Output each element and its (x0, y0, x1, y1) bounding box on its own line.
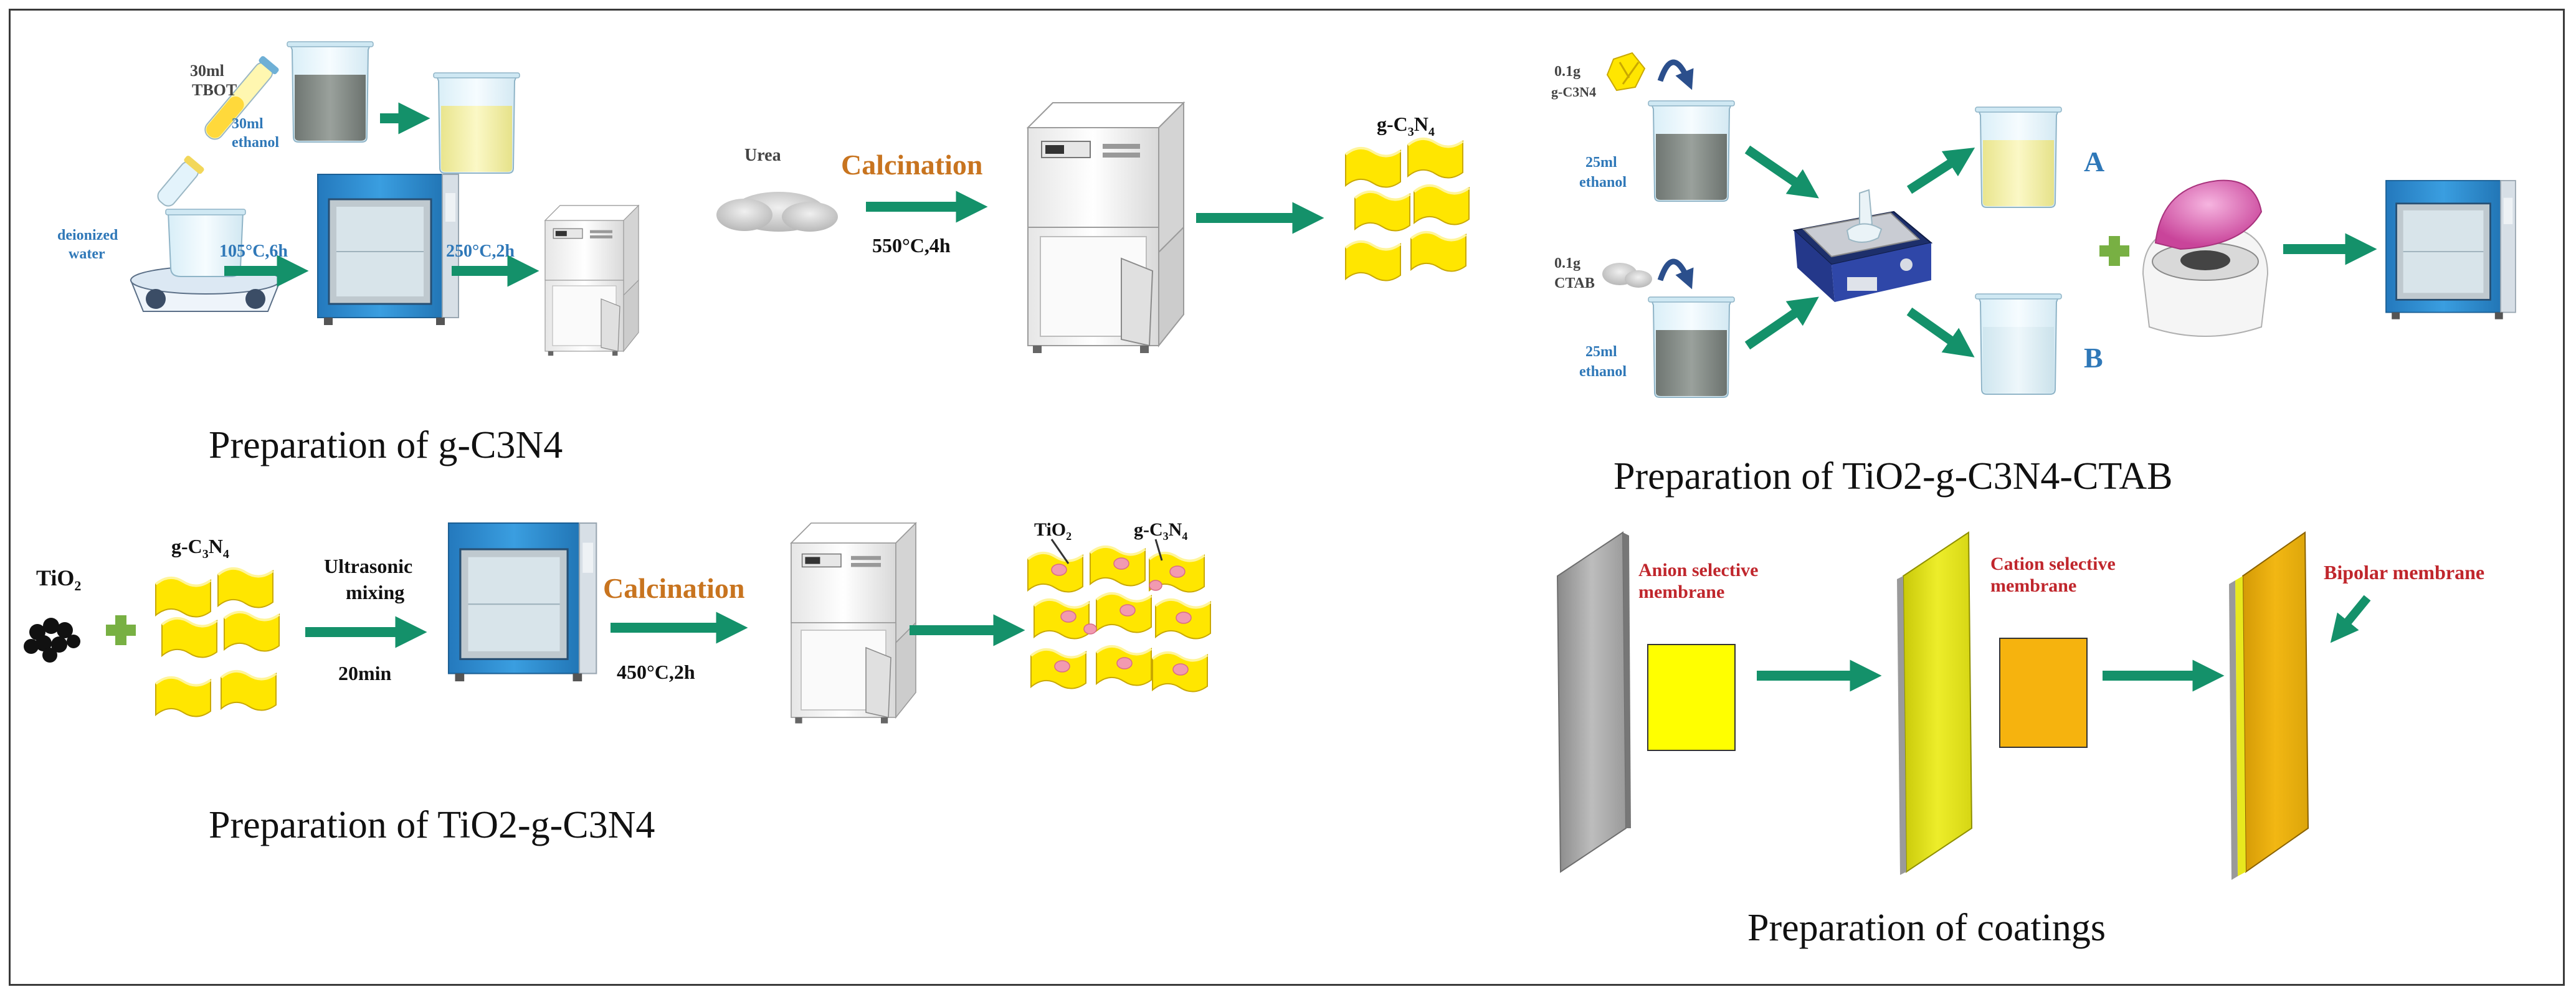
curved-arrow-icon (1657, 59, 1694, 90)
caption-tio2-g-c3n4: Preparation of TiO2-g-C3N4 (209, 804, 655, 846)
g-c3n4-label: g-C3N4 (171, 535, 229, 561)
magnetic-stirrer-icon (1792, 189, 1933, 302)
test-tube-icon (157, 156, 204, 207)
drying-oven-icon (2385, 179, 2517, 321)
muffle-furnace-icon (791, 522, 916, 724)
calcination-label: Calcination (603, 572, 744, 604)
calcination-condition: 450°C,2h (617, 661, 695, 683)
pointer-line (1154, 539, 1163, 561)
ethanol-a-volume: 25ml (1585, 154, 1617, 171)
g-c3n4-sheets (154, 567, 280, 718)
plus-icon (106, 615, 136, 645)
test-tube-icon (204, 56, 279, 140)
caption-g-c3n4: Preparation of g-C3N4 (209, 424, 563, 466)
tbot-label: TBOT (192, 81, 237, 99)
beaker-icon (1648, 296, 1735, 398)
cation-label-2: membrane (1990, 575, 2076, 596)
beaker-icon (1975, 293, 2062, 395)
membrane-plate-icon (2229, 531, 2309, 880)
ethanol-volume: 30ml (232, 116, 264, 132)
arrow-icon (1744, 145, 1819, 199)
curved-arrow-icon (1657, 258, 1694, 290)
arrow-icon (1906, 307, 1975, 357)
tio2-g-c3n4-composite (1027, 545, 1212, 693)
water-label-2: water (69, 246, 105, 262)
beaker-icon (1648, 100, 1735, 202)
drying-oven-icon (316, 173, 460, 326)
g-c3n4-sample-icon (1606, 52, 1646, 92)
urea-powder-icon (716, 192, 838, 232)
pointer-line (1050, 539, 1070, 564)
ultrasonic-label-1: Ultrasonic (324, 555, 412, 577)
ethanol-label: ethanol (232, 135, 279, 151)
centrifuge-icon (2142, 179, 2269, 337)
cation-label-1: Cation selective (1990, 554, 2116, 574)
anion-membrane-sheet (1647, 644, 1736, 751)
tio2-label: TiO2 (36, 565, 81, 593)
arrow-icon (1906, 147, 1975, 194)
beaker-icon (433, 72, 520, 174)
step1-condition: 105°C,6h (219, 242, 288, 261)
caption-coatings: Preparation of coatings (1747, 907, 2106, 949)
caption-tio2-g-c3n4-ctab: Preparation of TiO2-g-C3N4-CTAB (1614, 455, 2172, 498)
beaker-icon (287, 41, 374, 143)
panel-g-c3n4: 30ml TBOT 30ml ethanol deionized water 1… (57, 41, 1470, 466)
calcination-condition: 550°C,4h (872, 234, 951, 257)
arrow-icon (1744, 296, 1819, 350)
mixing-time: 20min (338, 662, 392, 684)
muffle-furnace-icon (544, 205, 639, 356)
panel-tio2-g-c3n4: TiO2 g-C3N4 Ultrasonic mixing 20min Calc… (24, 519, 1212, 846)
beaker-a-label: A (2084, 146, 2104, 177)
composite-tio2-label: TiO2 (1034, 519, 1072, 542)
anion-label-1: Anion selective (1638, 560, 1758, 580)
anion-label-2: membrane (1638, 582, 1724, 602)
tio2-particles (24, 618, 80, 663)
tbot-volume: 30ml (190, 62, 224, 80)
arrow-icon (2330, 595, 2371, 643)
ultrasonic-label-2: mixing (346, 581, 404, 603)
ethanol-b-label: ethanol (1579, 364, 1627, 380)
diagram-border (9, 9, 2565, 986)
g-c3n4-label: g-C3N4 (1377, 113, 1435, 139)
panel-tio2-g-c3n4-ctab: 0.1g g-C3N4 25ml ethanol 0.1g CTAB 25ml … (1551, 52, 2517, 498)
plus-icon (2099, 236, 2129, 266)
ethanol-a-label: ethanol (1579, 174, 1627, 191)
ctab-mass: 0.1g (1554, 255, 1580, 272)
ethanol-b-volume: 25ml (1585, 344, 1617, 360)
ctab-powder-icon (1602, 263, 1652, 288)
urea-label: Urea (744, 146, 781, 165)
bipolar-label: Bipolar membrane (2324, 561, 2484, 584)
g-c3n4-sheets (1344, 137, 1470, 282)
muffle-furnace-icon (1027, 102, 1184, 354)
beaker-icon (1975, 106, 2062, 208)
beaker-b-label: B (2084, 342, 2103, 374)
composite-g-c3n4-label: g-C3N4 (1134, 519, 1187, 542)
membrane-plate-icon (1897, 531, 1973, 875)
gcn-mass: 0.1g (1554, 64, 1580, 80)
water-label-1: deionized (57, 227, 118, 243)
membrane-plate-icon (1556, 531, 1631, 873)
calcination-label: Calcination (841, 149, 982, 181)
drying-oven-icon (447, 522, 597, 683)
step2-condition: 250°C,2h (446, 242, 515, 261)
panel-coatings: Anion selective membrane Cation selectiv… (1556, 531, 2484, 949)
gcn-label: g-C3N4 (1551, 84, 1596, 100)
ctab-label: CTAB (1554, 275, 1595, 291)
cation-membrane-sheet (1999, 638, 2088, 748)
